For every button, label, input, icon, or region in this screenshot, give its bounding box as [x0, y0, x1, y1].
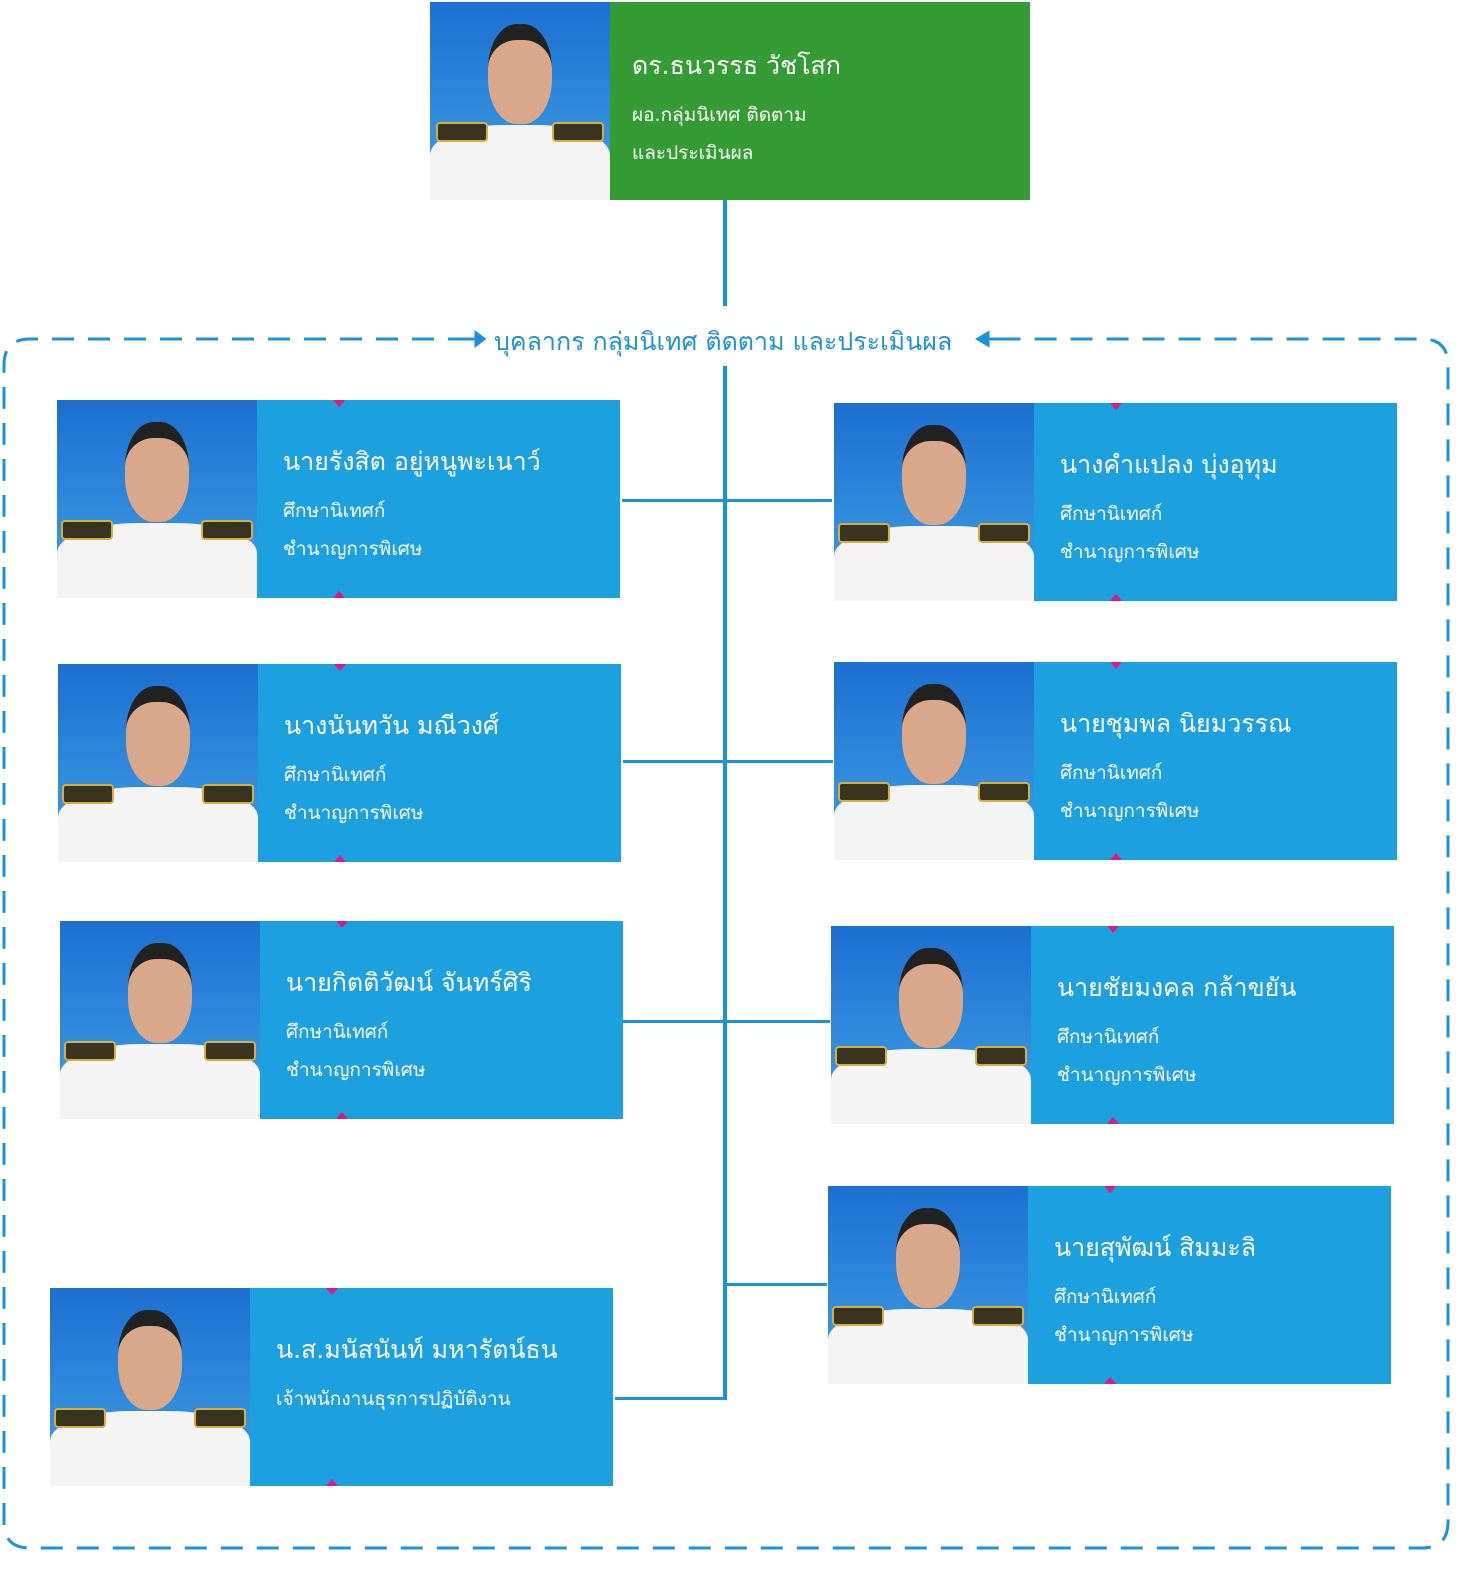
staff-card: นายชัยมงคล กล้าขยัน ศึกษานิเทศก์ชำนาญการ…: [831, 926, 1394, 1124]
triangle-marker-icon: [336, 921, 348, 928]
staff-position: ศึกษานิเทศก์: [1060, 762, 1163, 784]
staff-position: เจ้าพนักงานธุรการปฏิบัติงาน: [276, 1388, 511, 1410]
triangle-marker-icon: [1110, 662, 1122, 669]
triangle-marker-icon: [1110, 594, 1122, 601]
staff-photo: [834, 403, 1034, 601]
staff-photo: [60, 921, 260, 1119]
staff-position: ศึกษานิเทศก์: [283, 500, 386, 522]
connector: [723, 366, 727, 1400]
staff-photo: [828, 1186, 1028, 1384]
staff-photo: [831, 926, 1031, 1124]
triangle-marker-icon: [334, 855, 346, 862]
staff-position: ศึกษานิเทศก์: [1054, 1286, 1157, 1308]
connector: [723, 200, 727, 306]
triangle-marker-icon: [334, 664, 346, 671]
staff-card: นายสุพัฒน์ สิมมะลิ ศึกษานิเทศก์ชำนาญการพ…: [828, 1186, 1391, 1384]
connector: [623, 760, 833, 763]
staff-name: นายชุมพล นิยมวรรณ: [1060, 709, 1292, 738]
section-title: บุคลากร กลุ่มนิเทศ ติดตาม และประเมินผล: [490, 322, 957, 362]
staff-level: ชำนาญการพิเศษ: [1057, 1064, 1197, 1086]
dashed-frame: [2, 330, 1450, 1550]
connector: [727, 1283, 827, 1286]
staff-photo: [57, 400, 257, 598]
staff-card: นายชุมพล นิยมวรรณ ศึกษานิเทศก์ชำนาญการพิ…: [834, 662, 1397, 860]
connector: [622, 499, 832, 502]
staff-name: น.ส.มนัสนันท์ มหารัตน์ธน: [276, 1335, 558, 1364]
triangle-marker-icon: [333, 591, 345, 598]
staff-name: นายรังสิต อยู่หนูพะเนาว์: [283, 447, 541, 476]
staff-card: นายรังสิต อยู่หนูพะเนาว์ ศึกษานิเทศก์ชำน…: [57, 400, 620, 598]
staff-photo: [834, 662, 1034, 860]
staff-position: ศึกษานิเทศก์: [286, 1021, 389, 1043]
staff-card: นางนันทวัน มณีวงศ์ ศึกษานิเทศก์ชำนาญการพ…: [58, 664, 621, 862]
staff-card: นางคำแปลง บุ่งอุทุม ศึกษานิเทศก์ชำนาญการ…: [834, 403, 1397, 601]
triangle-marker-icon: [1110, 853, 1122, 860]
staff-name: นายชัยมงคล กล้าขยัน: [1057, 973, 1297, 1002]
staff-photo: [58, 664, 258, 862]
triangle-marker-icon: [336, 1112, 348, 1119]
staff-name: นายกิตติวัฒน์ จันทร์ศิริ: [286, 968, 532, 997]
triangle-marker-icon: [333, 400, 345, 407]
director-card: ดร.ธนวรรธ วัชโสก ผอ.กลุ่มนิเทศ ติดตาม แล…: [430, 2, 1030, 200]
connector: [615, 1397, 727, 1400]
staff-level: ชำนาญการพิเศษ: [1060, 541, 1200, 563]
staff-name: นางนันทวัน มณีวงศ์: [284, 711, 499, 740]
triangle-marker-icon: [1107, 926, 1119, 933]
triangle-marker-icon: [326, 1288, 338, 1295]
connector: [622, 1020, 830, 1023]
staff-name: นางคำแปลง บุ่งอุทุม: [1060, 450, 1278, 479]
staff-level: ชำนาญการพิเศษ: [284, 802, 424, 824]
director-role: ผอ.กลุ่มนิเทศ ติดตาม: [632, 104, 807, 126]
triangle-marker-icon: [326, 1479, 338, 1486]
director-role: และประเมินผล: [632, 142, 754, 164]
staff-level: ชำนาญการพิเศษ: [286, 1059, 426, 1081]
triangle-marker-icon: [1110, 403, 1122, 410]
staff-card: นายกิตติวัฒน์ จันทร์ศิริ ศึกษานิเทศก์ชำน…: [60, 921, 623, 1119]
triangle-marker-icon: [1104, 1377, 1116, 1384]
staff-position: ศึกษานิเทศก์: [1060, 503, 1163, 525]
staff-position: ศึกษานิเทศก์: [284, 764, 387, 786]
triangle-marker-icon: [1104, 1186, 1116, 1193]
director-name: ดร.ธนวรรธ วัชโสก: [632, 51, 841, 80]
staff-level: ชำนาญการพิเศษ: [1060, 800, 1200, 822]
staff-position: ศึกษานิเทศก์: [1057, 1026, 1160, 1048]
staff-level: ชำนาญการพิเศษ: [1054, 1324, 1194, 1346]
triangle-marker-icon: [1107, 1117, 1119, 1124]
staff-name: นายสุพัฒน์ สิมมะลิ: [1054, 1233, 1257, 1262]
staff-level: ชำนาญการพิเศษ: [283, 538, 423, 560]
staff-photo: [50, 1288, 250, 1486]
director-photo: [430, 2, 610, 200]
staff-card: น.ส.มนัสนันท์ มหารัตน์ธน เจ้าพนักงานธุรก…: [50, 1288, 613, 1486]
